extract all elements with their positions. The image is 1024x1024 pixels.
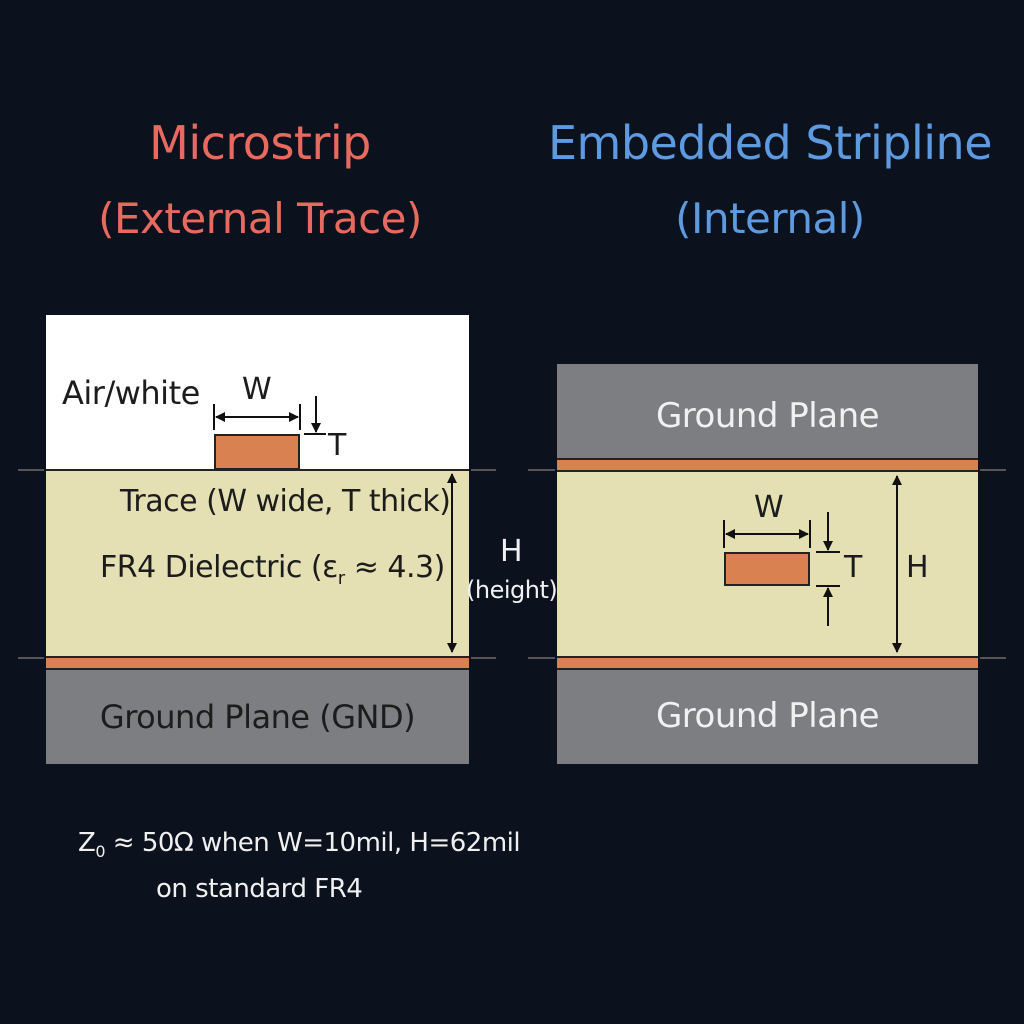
microstrip-ground-plane — [46, 670, 469, 764]
stripline-top-ground-plane — [557, 364, 978, 458]
microstrip-dielectric — [46, 470, 469, 656]
impedance-note-line2: on standard FR4 — [156, 874, 363, 904]
microstrip-h-description: (height) — [466, 576, 558, 604]
stripline-t-dimension — [816, 512, 840, 626]
stripline-bottom-ground-label: Ground Plane — [655, 696, 880, 736]
microstrip-w-dimension — [213, 404, 301, 430]
stripline-t-label: T — [844, 550, 862, 585]
microstrip-ground-copper — [46, 656, 469, 670]
stripline-subtitle: (Internal) — [675, 194, 865, 243]
microstrip-w-label: W — [242, 372, 272, 407]
board-edge-ticks — [18, 469, 1006, 659]
microstrip-title: Microstrip — [149, 116, 371, 170]
air-label: Air/white — [62, 374, 200, 412]
stripline-bottom-ground-plane — [557, 670, 978, 764]
dielectric-label: FR4 Dielectric (εr ≈ 4.3) — [100, 550, 445, 589]
stripline-title: Embedded Stripline — [547, 116, 993, 170]
trace-label: Trace (W wide, T thick) — [120, 484, 451, 519]
microstrip-t-dimension — [304, 396, 326, 435]
stripline-top-ground-label: Ground Plane — [655, 396, 880, 436]
impedance-note-line1: Z0 ≈ 50Ω when W=10mil, H=62mil — [78, 828, 521, 862]
microstrip-h-label: H — [499, 534, 523, 569]
stripline-h-label: H — [906, 550, 929, 585]
microstrip-ground-label: Ground Plane (GND) — [99, 698, 416, 736]
stripline-bottom-ground-copper — [557, 656, 978, 670]
stripline-trace — [724, 552, 810, 586]
stripline-w-label: W — [754, 490, 784, 525]
stripline-top-ground-copper — [557, 458, 978, 472]
microstrip-trace — [214, 434, 300, 470]
stripline-w-dimension — [723, 520, 811, 548]
microstrip-t-label: T — [328, 428, 346, 463]
microstrip-subtitle: (External Trace) — [98, 194, 422, 243]
